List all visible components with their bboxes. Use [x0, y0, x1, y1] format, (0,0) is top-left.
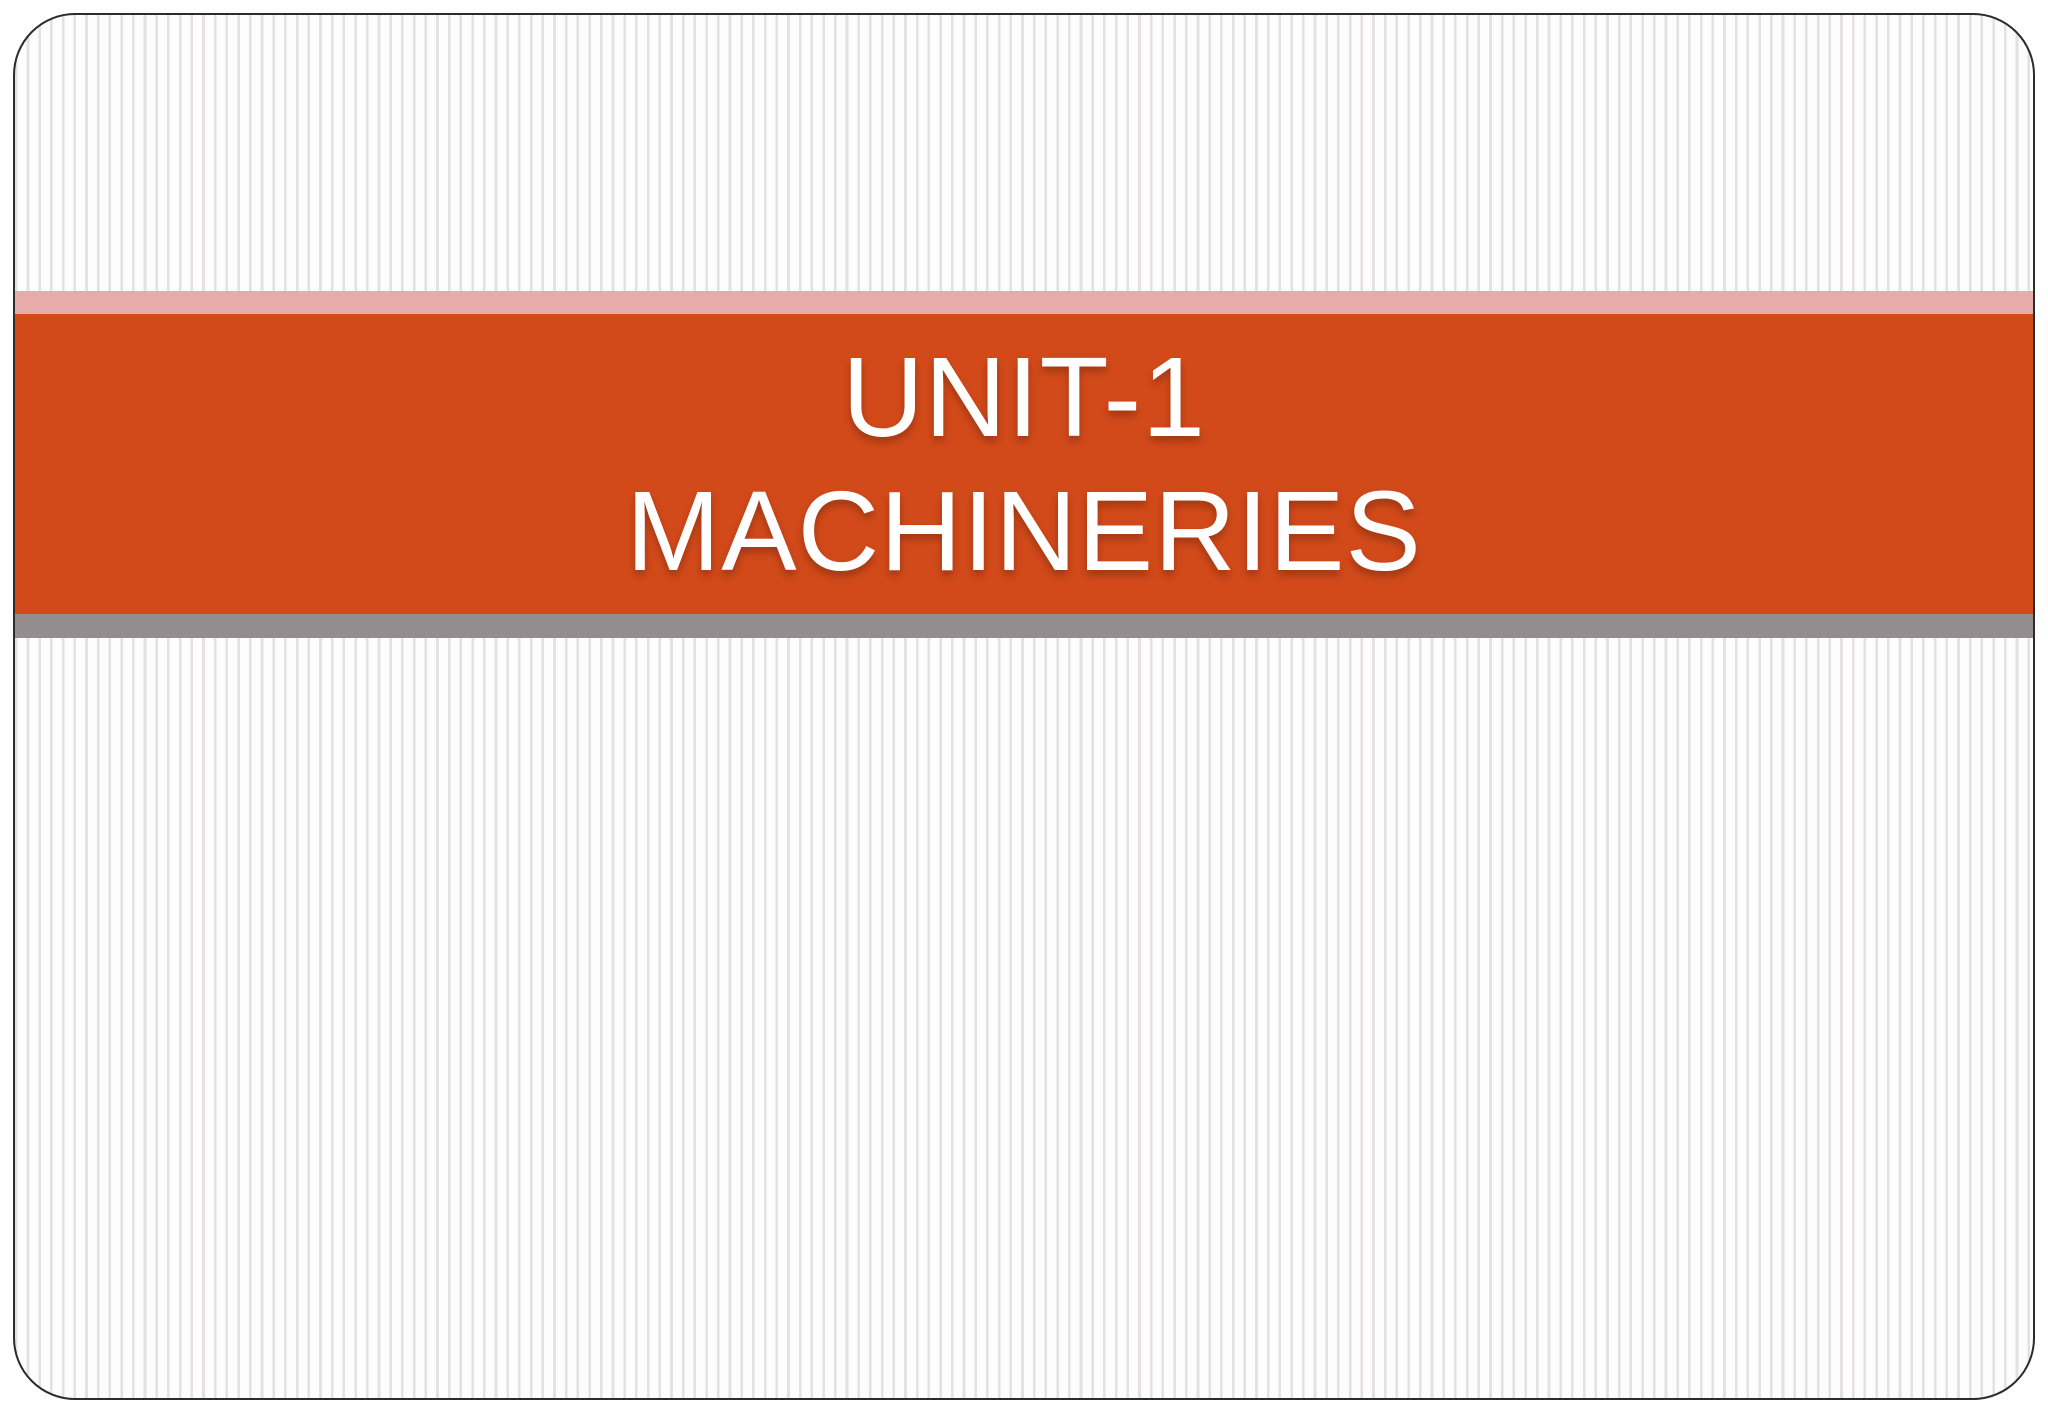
title-line-1: UNIT-1 [842, 334, 1206, 460]
pink-accent-stripe [15, 291, 2033, 314]
gray-accent-stripe [15, 614, 2033, 638]
title-line-2: MACHINERIES [626, 468, 1422, 594]
title-banner: UNIT-1 MACHINERIES [15, 314, 2033, 614]
slide-canvas: UNIT-1 MACHINERIES [13, 13, 2035, 1400]
